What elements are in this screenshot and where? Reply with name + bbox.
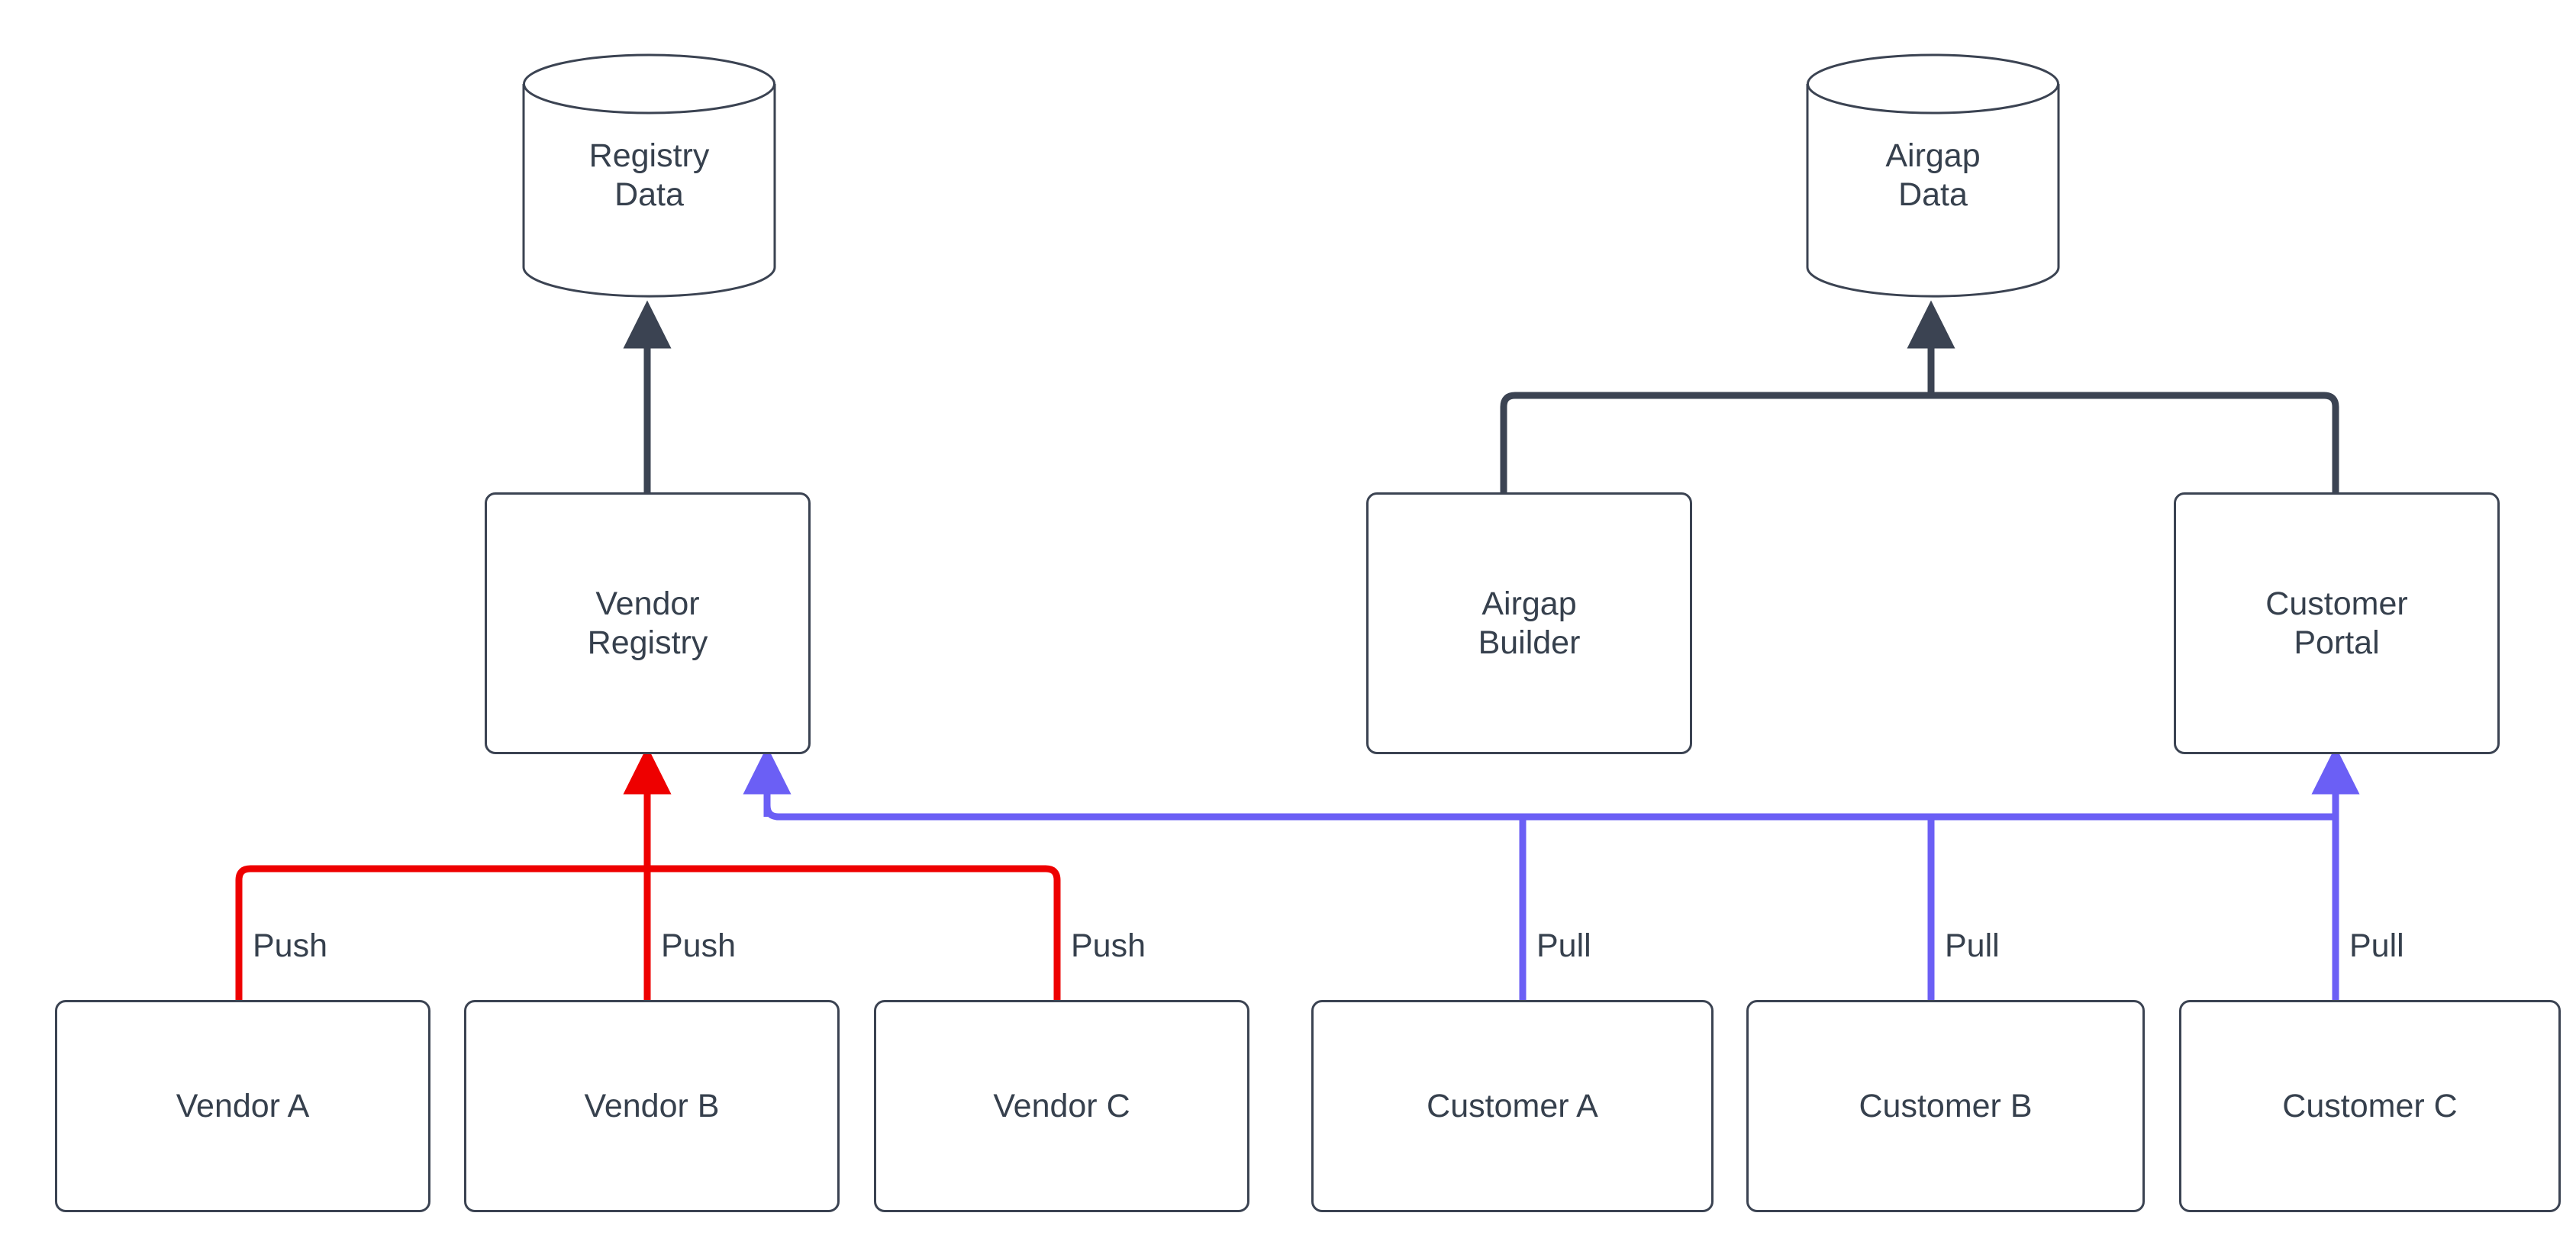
edge-label-pull-customer-b: Pull bbox=[1940, 927, 2004, 965]
node-customer-c[interactable]: Customer C bbox=[2179, 1000, 2561, 1212]
node-customer-b-label: Customer B bbox=[1859, 1087, 2033, 1124]
node-vendor-a[interactable]: Vendor A bbox=[55, 1000, 430, 1212]
datastore-registry-data[interactable]: Registry Data bbox=[521, 53, 777, 298]
edge-label-push-vendor-a: Push bbox=[248, 927, 333, 965]
connector-vendor-c-push bbox=[647, 865, 1061, 1000]
node-customer-a[interactable]: Customer A bbox=[1311, 1000, 1714, 1212]
node-vendor-b[interactable]: Vendor B bbox=[464, 1000, 840, 1212]
node-airgap-builder-label: Airgap Builder bbox=[1478, 585, 1581, 661]
node-vendor-b-label: Vendor B bbox=[584, 1087, 720, 1124]
datastore-registry-data-label: Registry Data bbox=[588, 137, 710, 213]
node-customer-c-label: Customer C bbox=[2282, 1087, 2458, 1124]
node-customer-b[interactable]: Customer B bbox=[1746, 1000, 2145, 1212]
datastore-airgap-data[interactable]: Airgap Data bbox=[1805, 53, 2061, 298]
node-customer-portal-label: Customer Portal bbox=[2265, 585, 2408, 661]
connector-customer-portal-to-airgap-data bbox=[1931, 392, 2339, 492]
node-vendor-registry[interactable]: Vendor Registry bbox=[485, 492, 811, 754]
edge-label-push-vendor-c: Push bbox=[1066, 927, 1151, 965]
node-customer-a-label: Customer A bbox=[1427, 1087, 1598, 1124]
node-vendor-a-label: Vendor A bbox=[176, 1087, 310, 1124]
connector-pull-trunk-left bbox=[763, 754, 2336, 821]
node-vendor-registry-label: Vendor Registry bbox=[587, 585, 708, 661]
cylinder-shape-airgap bbox=[1806, 53, 2060, 298]
connector-airgap-builder-to-airgap-data bbox=[1500, 392, 1931, 492]
node-airgap-builder[interactable]: Airgap Builder bbox=[1366, 492, 1692, 754]
cylinder-shape-registry bbox=[522, 53, 776, 298]
connector-vendor-a-push bbox=[235, 865, 647, 1000]
node-customer-portal[interactable]: Customer Portal bbox=[2174, 492, 2500, 754]
node-vendor-c-label: Vendor C bbox=[993, 1087, 1130, 1124]
edge-label-push-vendor-b: Push bbox=[656, 927, 741, 965]
edge-label-pull-customer-c: Pull bbox=[2345, 927, 2409, 965]
datastore-airgap-data-label: Airgap Data bbox=[1885, 137, 1981, 213]
node-vendor-c[interactable]: Vendor C bbox=[874, 1000, 1249, 1212]
edge-label-pull-customer-a: Pull bbox=[1532, 927, 1596, 965]
